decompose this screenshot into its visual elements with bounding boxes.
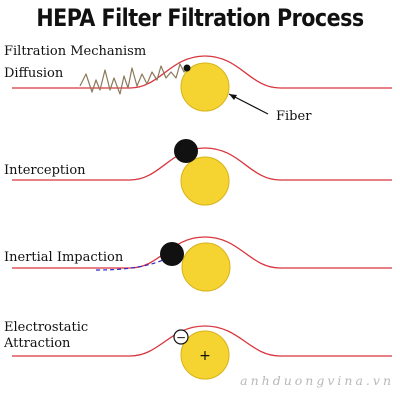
fiber-pointer-arrowhead <box>229 94 237 100</box>
streamline <box>12 325 392 357</box>
fiber <box>181 242 231 292</box>
fiber <box>180 156 230 206</box>
interception-label: Interception <box>4 163 86 178</box>
particle <box>183 64 191 72</box>
streamline <box>12 147 392 181</box>
page-title: HEPA Filter Filtration Process <box>36 4 364 32</box>
attraction-label: Attraction <box>4 336 71 351</box>
charged-particle <box>173 329 189 345</box>
positive-charge-sign: + <box>199 348 211 364</box>
diffusion-label: Diffusion <box>4 66 64 81</box>
inertial-impaction-label: Inertial Impaction <box>4 250 124 265</box>
interception-panel <box>12 139 392 206</box>
impaction-path <box>95 257 169 271</box>
particle <box>174 139 198 163</box>
fiber <box>180 330 230 380</box>
diffusion-path <box>79 63 189 95</box>
electrostatic-label: Electrostatic <box>4 320 89 335</box>
particle <box>160 242 184 266</box>
negative-charge-sign: − <box>176 331 186 345</box>
fiber <box>180 62 230 112</box>
fiber-label: Fiber <box>276 109 312 124</box>
streamline <box>12 55 392 89</box>
streamline <box>12 236 392 269</box>
diffusion-panel <box>12 55 392 115</box>
header-label: Filtration Mechanism <box>4 44 147 59</box>
electrostatic-panel: + − <box>12 325 392 380</box>
inertial-impaction-panel <box>12 236 392 292</box>
watermark: anhduongvina.vn <box>240 373 394 388</box>
